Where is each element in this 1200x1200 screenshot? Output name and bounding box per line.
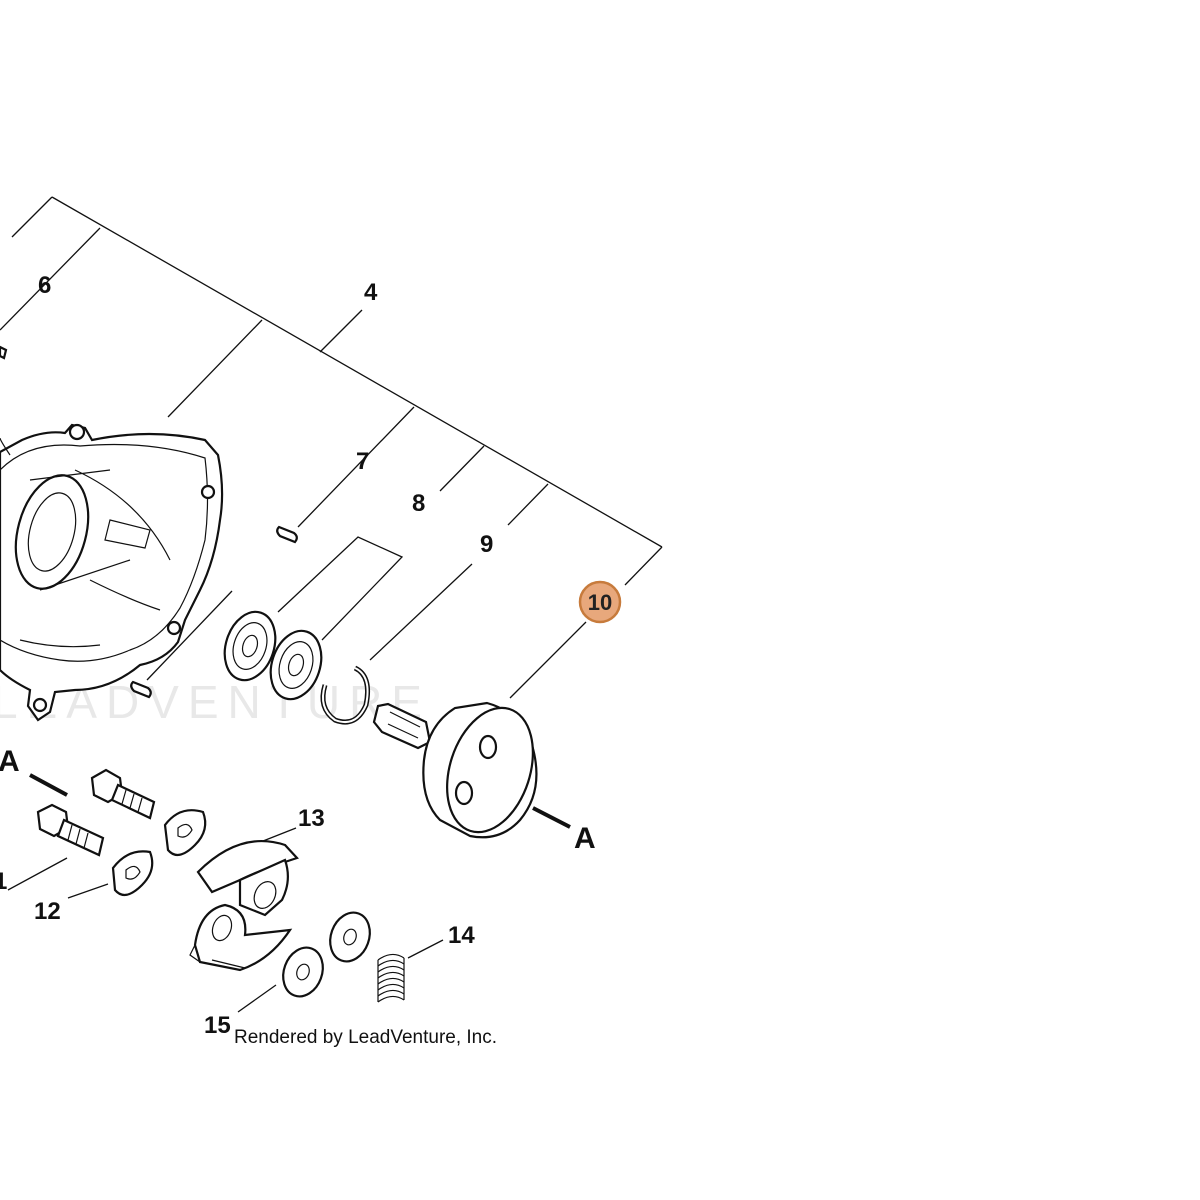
callout-9: 9 — [480, 531, 493, 558]
clutch-drum — [372, 701, 538, 839]
pin-part-6 — [0, 345, 8, 360]
bolts — [36, 768, 156, 857]
callout-12: 12 — [34, 898, 61, 925]
callout-labels: 6 4 7 8 9 13 14 1 12 15 A A — [0, 272, 596, 1039]
flat-washers — [282, 911, 371, 998]
callout-15: 15 — [204, 1012, 231, 1039]
ball-bearings — [223, 610, 323, 701]
clutch-shoes — [189, 839, 299, 972]
part-10-highlight-badge[interactable]: 10 — [578, 580, 622, 624]
credit-text: Rendered by LeadVenture, Inc. — [234, 1027, 497, 1048]
section-mark-right: A — [574, 822, 596, 855]
callout-4: 4 — [364, 279, 378, 306]
assembly-bracket — [0, 196, 663, 586]
callout-8: 8 — [412, 490, 425, 517]
section-mark-left: A — [0, 745, 20, 778]
spring — [377, 953, 405, 1003]
highlight-circle — [578, 580, 622, 624]
dowel-pins — [130, 525, 298, 699]
washers — [111, 809, 207, 897]
callout-14: 14 — [448, 922, 475, 949]
callout-7: 7 — [356, 448, 369, 475]
callout-13: 13 — [298, 805, 325, 832]
leader-lines — [7, 536, 587, 1013]
callout-1: 1 — [0, 868, 7, 895]
crankcase-housing — [0, 423, 224, 722]
callout-6: 6 — [38, 272, 51, 299]
callout-10: 10 — [588, 590, 612, 615]
